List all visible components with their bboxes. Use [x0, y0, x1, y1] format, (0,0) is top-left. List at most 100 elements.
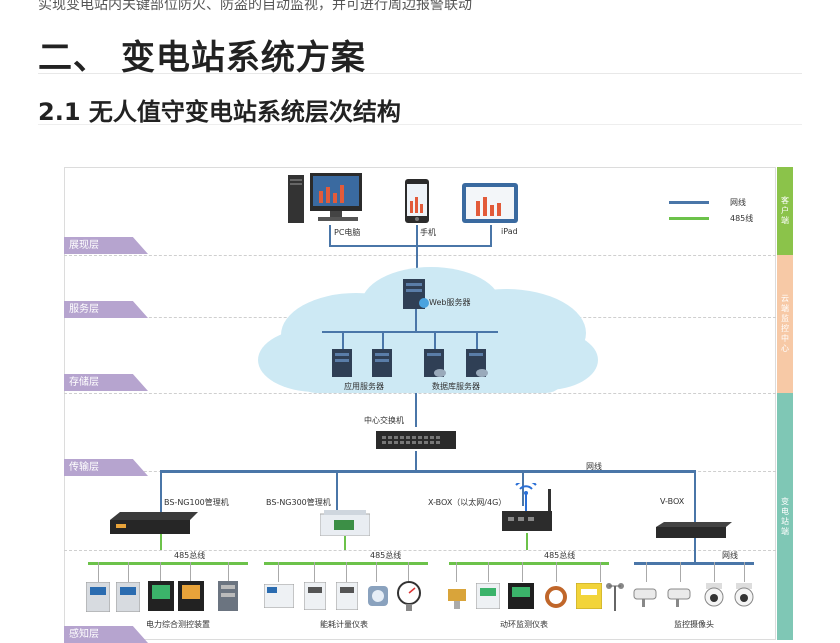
app-server-icon: [332, 349, 352, 377]
connector: [128, 562, 129, 582]
section-heading: 二、 变电站系统方案: [38, 38, 366, 78]
legend-lan-swatch: [669, 201, 709, 204]
web-server-icon: [403, 279, 429, 309]
pressure-gauge-icon: [397, 581, 421, 611]
connector: [714, 562, 715, 582]
connector: [160, 470, 162, 514]
bus-label-4: 网线: [722, 551, 738, 560]
cloud-bus: [322, 331, 498, 333]
architecture-diagram: 客户端 云端监控中心 变电站端 展现层 服务层 存储层 传输层 感知层 网线 4…: [64, 167, 794, 643]
db-server-label: 数据库服务器: [432, 382, 480, 391]
energy-meter-icon: [264, 584, 294, 608]
separator: [64, 255, 776, 256]
gateway-label-xbox: X-BOX（以太网/4G）: [428, 498, 507, 507]
bus-label-3: 485总线: [544, 551, 576, 560]
connector: [314, 562, 315, 582]
core-switch-icon: [376, 431, 456, 449]
power-meter-icon: [86, 582, 110, 612]
heading-rule: [38, 73, 802, 74]
gateway-label-vbox: V-BOX: [660, 497, 685, 506]
energy-meter-icon: [336, 582, 358, 610]
sensor-group-label-4: 监控摄像头: [674, 620, 714, 629]
gateway-label-ng100: BS-NG100管理机: [164, 498, 229, 507]
rs485-bus-3: [449, 562, 609, 565]
separator: [64, 393, 776, 394]
separator: [64, 550, 776, 551]
connector: [522, 470, 524, 506]
legend-485-swatch: [669, 217, 709, 220]
gateway-label-ng300: BS-NG300管理机: [266, 498, 331, 507]
connector: [476, 331, 478, 349]
lan-bus-4: [634, 562, 754, 565]
rs485-bus-1: [88, 562, 248, 565]
connector: [278, 562, 279, 582]
layer-label-presentation: 展现层: [64, 237, 148, 254]
temperature-sensor-icon: [448, 589, 466, 609]
bullet-camera-icon: [667, 588, 691, 607]
layer-label-storage: 存储层: [64, 374, 148, 391]
connector: [694, 470, 696, 522]
power-meter-icon: [116, 582, 140, 612]
connector: [336, 470, 338, 514]
power-meter-icon: [218, 581, 238, 611]
connector: [382, 331, 384, 349]
tablet-icon: [462, 183, 518, 223]
layer-label-service: 服务层: [64, 301, 148, 318]
pc-computer-icon: [288, 173, 362, 223]
legend-485-label: 485线: [730, 214, 754, 223]
client-bus: [329, 245, 492, 247]
client-label-phone: 手机: [420, 228, 436, 237]
connector: [744, 562, 745, 582]
sub-heading: 2.1 无人值守变电站系统层次结构: [38, 98, 401, 126]
connector: [434, 331, 436, 349]
connector: [228, 562, 229, 582]
layer-label-transport: 传输层: [64, 459, 148, 476]
connector: [488, 562, 489, 582]
ng100-gateway-icon: [110, 512, 198, 534]
side-band-cloud: 云端监控中心: [777, 255, 793, 393]
connector: [680, 562, 681, 582]
energy-meter-icon: [304, 582, 326, 610]
connector: [346, 562, 347, 582]
web-server-label: Web服务器: [429, 298, 471, 307]
side-band-client: 客户端: [777, 167, 793, 255]
database-server-icon: [424, 349, 446, 377]
subheading-rule: [38, 124, 802, 125]
side-band-substation: 变电站端: [777, 393, 793, 640]
connector: [160, 562, 161, 582]
sensor-group-label-2: 能耗计量仪表: [320, 620, 368, 629]
database-server-icon: [466, 349, 488, 377]
connector: [190, 562, 191, 582]
legend-lan-label: 网线: [730, 198, 746, 207]
connector: [490, 225, 492, 247]
bullet-camera-icon: [633, 588, 657, 607]
core-switch-label: 中心交换机: [364, 416, 404, 425]
vbox-gateway-icon: [656, 522, 732, 538]
connector: [415, 393, 417, 427]
connector: [160, 534, 162, 550]
water-meter-icon: [368, 586, 388, 606]
connector: [415, 451, 417, 471]
connector: [694, 538, 696, 562]
bus-label-2: 485总线: [370, 551, 402, 560]
sensor-group-label-3: 动环监测仪表: [500, 620, 548, 629]
transport-bus: [160, 470, 696, 473]
connector: [408, 562, 409, 582]
dome-camera-icon: [704, 583, 724, 607]
layer-label-perception: 感知层: [64, 626, 148, 643]
ng300-gateway-icon: [320, 510, 370, 536]
intro-line: 实现变电站内关键部位防火、防盗的自动监视，并可进行周边报警联动: [38, 0, 472, 13]
power-meter-icon: [178, 581, 204, 611]
client-label-ipad: iPad: [501, 227, 518, 236]
connector: [600, 562, 601, 582]
connector: [456, 562, 457, 582]
smartphone-icon: [405, 179, 429, 223]
connector: [522, 562, 523, 582]
app-server-label: 应用服务器: [344, 382, 384, 391]
sensor-group-label-1: 电力综合测控装置: [146, 620, 210, 629]
connector: [556, 562, 557, 582]
environment-monitor-icon: [476, 583, 500, 609]
current-sensor-icon: [545, 586, 567, 608]
environment-monitor-icon: [508, 583, 534, 609]
connector: [376, 562, 377, 582]
